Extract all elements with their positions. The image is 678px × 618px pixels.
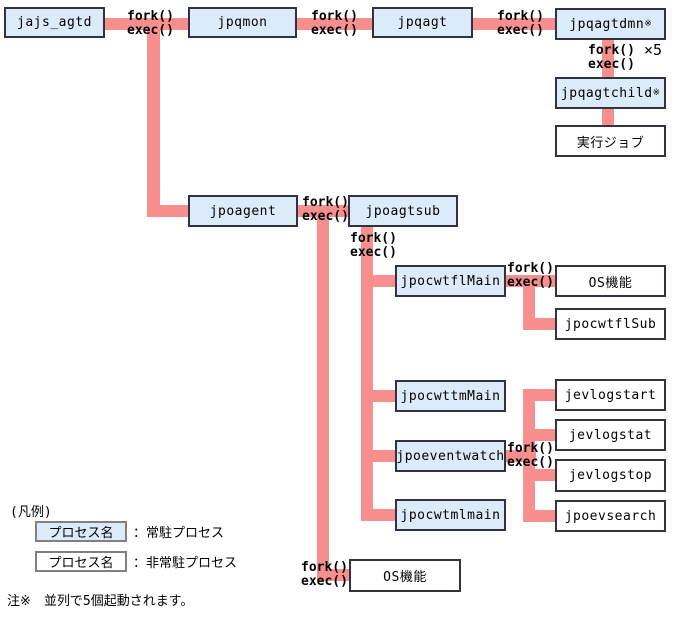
process-label: jpqagtchild xyxy=(560,85,653,101)
process-label: jpoevsearch xyxy=(564,508,657,524)
fork-exec-label: fork()exec() xyxy=(588,44,635,72)
process-box-jevlogstop: jevlogstop xyxy=(555,459,666,492)
process-box-os-kinou-bottom: OS機能 xyxy=(349,559,461,592)
connector-line xyxy=(523,281,535,330)
connector-line xyxy=(523,510,555,522)
note-reference-mark: ※ xyxy=(652,88,661,98)
process-label: jpocwttmMain xyxy=(400,388,501,404)
exec-call-text: exec() xyxy=(497,23,544,38)
legend-caption-nonresident: ：非常駐プロセス xyxy=(133,556,238,571)
legend-caption-resident: ：常駐プロセス xyxy=(133,526,225,541)
fork-exec-label: fork()exec() xyxy=(127,10,174,38)
process-box-jpoeventwatch: jpoeventwatch xyxy=(395,440,506,472)
exec-call-text: exec() xyxy=(507,275,554,290)
fork-call-text: fork() xyxy=(127,9,174,24)
exec-call-text: exec() xyxy=(301,574,348,589)
connector-line xyxy=(361,390,395,402)
process-box-jpocwtflSub: jpocwtflSub xyxy=(555,308,666,340)
fork-call-text: fork() xyxy=(301,560,348,575)
process-label: jpocwtmlmain xyxy=(400,507,501,523)
fork-call-text: fork() xyxy=(497,9,544,24)
fork-call-text: fork() xyxy=(350,231,397,246)
legend-title: (凡例) xyxy=(10,505,52,520)
legend-item-nonresident: プロセス名 ：非常駐プロセス xyxy=(35,551,237,572)
connector-line xyxy=(523,389,535,522)
exec-call-text: exec() xyxy=(302,209,349,224)
fork-call-text: fork() xyxy=(507,261,554,276)
connector-line xyxy=(147,18,160,217)
exec-call-text: exec() xyxy=(350,245,397,260)
fork-call-text: fork() xyxy=(507,441,554,456)
process-label: OS機能 xyxy=(383,570,427,585)
process-box-jpocwtflMain: jpocwtflMain xyxy=(395,265,506,297)
fork-call-text: fork() xyxy=(588,43,635,58)
process-box-jajs_agtd: jajs_agtd xyxy=(4,7,105,38)
connector-line xyxy=(361,275,395,287)
process-box-jpqagt: jpqagt xyxy=(372,7,473,38)
legend-item-resident: プロセス名 ：常駐プロセス xyxy=(35,521,224,542)
process-label: jevlogstart xyxy=(564,387,657,403)
connector-line xyxy=(105,18,188,30)
fork-exec-label: fork()exec() xyxy=(350,232,397,260)
connector-line xyxy=(361,509,395,521)
connector-line xyxy=(473,18,555,30)
process-label: jpqagt xyxy=(397,15,448,30)
process-label: jpqagtdmn xyxy=(569,16,645,32)
fork-exec-label: fork()exec() xyxy=(301,561,348,589)
connector-line xyxy=(297,18,372,30)
exec-call-text: exec() xyxy=(311,23,358,38)
process-label: jpocwtflMain xyxy=(400,273,501,289)
connector-line xyxy=(523,429,555,441)
process-box-jpqagtchild: jpqagtchild※ xyxy=(555,77,666,109)
multiplier-x5: ×5 xyxy=(644,41,663,59)
process-box-jikko-job: 実行ジョブ xyxy=(555,125,666,157)
fork-exec-label: fork()exec() xyxy=(507,262,554,290)
process-label: 実行ジョブ xyxy=(576,135,645,151)
process-label: jpqmon xyxy=(217,15,268,30)
connector-line xyxy=(523,318,555,330)
process-box-jpoagent: jpoagent xyxy=(188,195,298,227)
fork-exec-label: fork()exec() xyxy=(507,442,554,470)
fork-exec-label: fork()exec() xyxy=(311,10,358,38)
exec-call-text: exec() xyxy=(588,57,635,72)
process-box-jpqagtdmn: jpqagtdmn※ xyxy=(555,8,666,40)
process-label: jevlogstat xyxy=(568,427,653,443)
fork-call-text: fork() xyxy=(311,9,358,24)
process-label: OS機能 xyxy=(588,275,633,291)
process-label: jajs_agtd xyxy=(17,15,92,30)
note-reference-mark: ※ xyxy=(644,19,652,29)
process-label: jpoagtsub xyxy=(365,203,441,219)
fork-call-text: fork() xyxy=(302,195,349,210)
connector-line xyxy=(317,211,329,581)
connector-line xyxy=(602,40,614,77)
connector-line xyxy=(602,109,614,125)
process-box-jevlogstart: jevlogstart xyxy=(555,379,666,411)
fork-exec-label: fork()exec() xyxy=(302,196,349,224)
connector-line xyxy=(523,469,555,481)
process-label: jpoeventwatch xyxy=(396,448,505,464)
legend-box-resident-process: プロセス名 xyxy=(35,521,127,542)
connector-line xyxy=(361,227,373,521)
connector-line xyxy=(523,389,555,401)
exec-call-text: exec() xyxy=(507,455,554,470)
process-box-jpqmon: jpqmon xyxy=(188,7,297,38)
note-text: 注※ 並列で5個起動されます。 xyxy=(7,594,194,609)
legend-box-nonresident-process: プロセス名 xyxy=(35,551,127,572)
connector-line xyxy=(361,450,395,462)
process-box-jpoevsearch: jpoevsearch xyxy=(555,500,666,532)
process-box-jevlogstat: jevlogstat xyxy=(555,419,666,451)
fork-exec-label: fork()exec() xyxy=(497,10,544,38)
exec-call-text: exec() xyxy=(127,23,174,38)
process-box-jpocwtmlmain: jpocwtmlmain xyxy=(395,499,506,531)
connector-line xyxy=(317,569,349,581)
connector-line xyxy=(147,205,188,217)
process-box-os-kinou-top: OS機能 xyxy=(555,265,666,297)
process-label: jpoagent xyxy=(209,203,277,219)
process-label: jpocwtflSub xyxy=(564,316,657,332)
process-box-jpoagtsub: jpoagtsub xyxy=(348,195,458,227)
process-label: jevlogstop xyxy=(568,468,653,483)
process-box-jpocwttmMain: jpocwttmMain xyxy=(395,380,506,412)
